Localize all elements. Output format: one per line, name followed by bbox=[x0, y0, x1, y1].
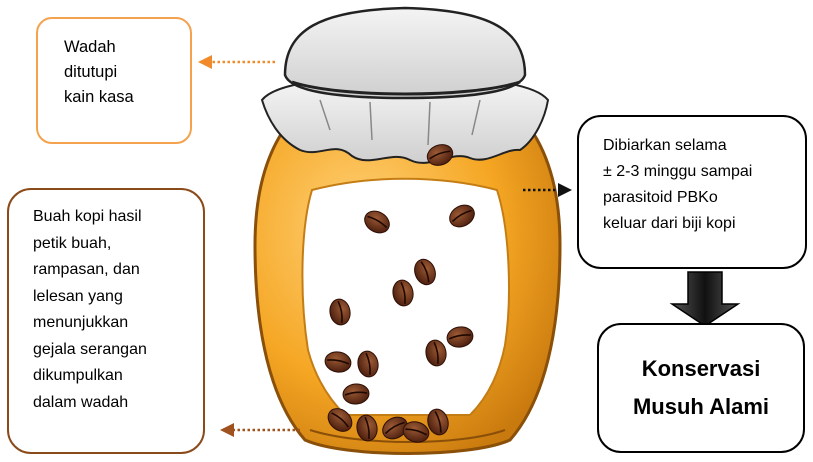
annotation-coffee-fruit-collection: Buah kopi hasil petik buah, rampasan, da… bbox=[7, 188, 205, 454]
arrow-to-cloth-box bbox=[198, 55, 275, 69]
cloth-cover-icon bbox=[262, 8, 548, 163]
down-arrow-icon bbox=[672, 272, 738, 326]
arrow-to-fruit-box bbox=[220, 423, 300, 437]
annotation-natural-enemy-conservation: Konservasi Musuh Alami bbox=[597, 323, 805, 453]
annotation-waiting-period: Dibiarkan selama ± 2-3 minggu sampai par… bbox=[577, 115, 807, 269]
annotation-cloth-cover: Wadah ditutupi kain kasa bbox=[36, 17, 192, 144]
